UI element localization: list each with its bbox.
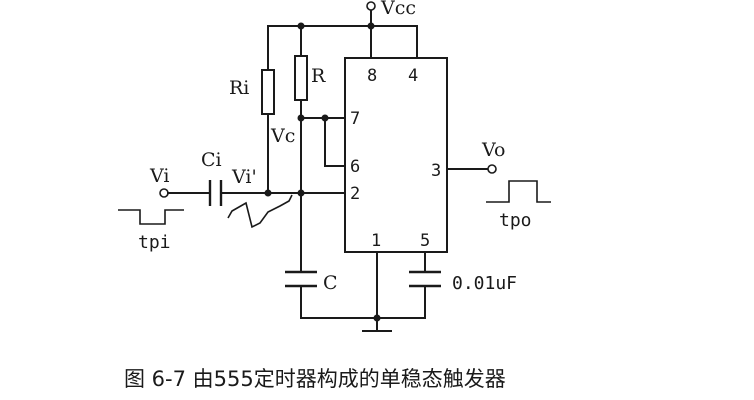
- vc-label: Vc: [270, 125, 295, 147]
- control-cap-value-label: 0.01uF: [452, 273, 517, 294]
- input-terminal: Vi: [149, 165, 210, 198]
- ground-rail: [300, 251, 426, 332]
- pin-5-label: 5: [420, 231, 430, 251]
- pin-6-label: 6: [350, 157, 360, 177]
- ri-label: Ri: [229, 77, 249, 99]
- capacitor-ci: Ci Vi': [201, 149, 346, 206]
- pin-3-label: 3: [431, 161, 441, 181]
- vcc-terminal: Vcc: [366, 0, 416, 27]
- pin-8-label: 8: [367, 66, 377, 86]
- c-label: C: [323, 272, 338, 294]
- pin-4-label: 4: [408, 66, 418, 86]
- supply-rail: [267, 22, 418, 59]
- tpi-label: tpi: [138, 232, 171, 253]
- pin-7-label: 7: [350, 109, 360, 129]
- tpo-label: tpo: [499, 210, 532, 231]
- trigger-spike-waveform: [227, 194, 293, 229]
- vcc-label: Vcc: [380, 0, 416, 19]
- resistor-r: R: [294, 25, 326, 119]
- vi-label: Vi: [149, 165, 169, 187]
- output-pulse-waveform: tpo: [486, 180, 551, 231]
- r-label: R: [311, 65, 326, 87]
- input-pulse-waveform: tpi: [118, 209, 184, 253]
- vo-label: Vo: [481, 139, 505, 161]
- figure-caption: 图 6-7 由555定时器构成的单稳态触发器: [124, 367, 506, 391]
- resistor-ri: Ri: [229, 25, 275, 194]
- timer-555-chip: 8 4 7 6 2 3 1 5: [344, 57, 448, 253]
- ci-label: Ci: [201, 149, 222, 171]
- pin-2-label: 2: [350, 184, 360, 204]
- pin-1-label: 1: [371, 231, 381, 251]
- vi-prime-label: Vi': [231, 166, 257, 188]
- capacitor-control: 0.01uF: [409, 251, 517, 319]
- output-terminal: Vo: [446, 139, 505, 174]
- capacitor-c: C: [285, 270, 338, 319]
